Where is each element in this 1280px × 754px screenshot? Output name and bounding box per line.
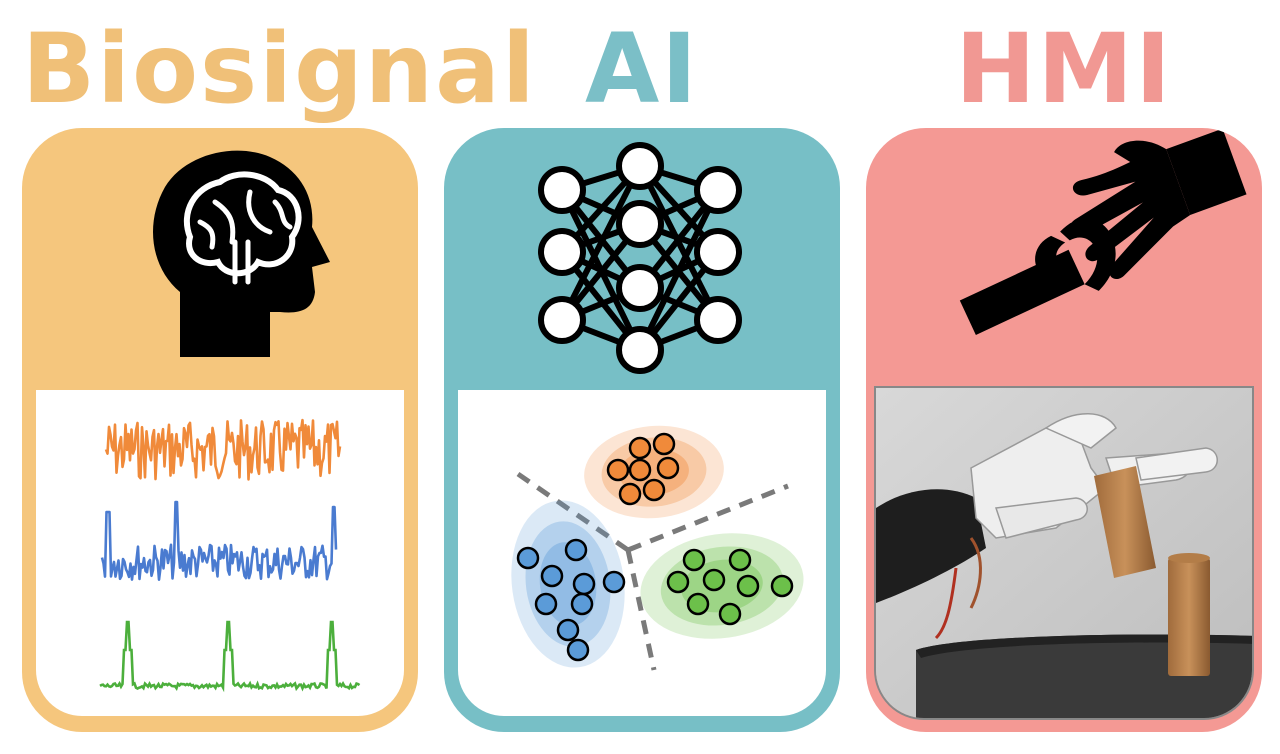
cluster-diagram (511, 425, 804, 671)
green-cluster-point (666, 570, 690, 594)
orange-cluster-point (642, 478, 666, 502)
nn-node (538, 166, 586, 214)
blue-signal-trace (100, 500, 338, 581)
blue-cluster-point (566, 638, 590, 662)
hmi-title: HMI (955, 13, 1173, 125)
biosignal-traces-area (36, 390, 404, 716)
orange-cluster-point (628, 458, 652, 482)
nn-node (616, 200, 664, 248)
nn-node (616, 142, 664, 190)
nn-node (694, 296, 742, 344)
blue-cluster-point (540, 564, 564, 588)
biosignal-title: Biosignal (22, 13, 537, 125)
green-cluster-point (686, 592, 710, 616)
orange-cluster-point (656, 456, 680, 480)
nn-node (538, 228, 586, 276)
orange-signal-trace (104, 418, 342, 481)
decision-boundary (625, 549, 657, 671)
ai-title: AI (584, 13, 699, 125)
green-cluster-point (718, 602, 742, 626)
green-cluster-point (736, 574, 760, 598)
nn-connection (637, 188, 721, 352)
robot-gripper-hand-icon (959, 128, 1247, 335)
orange-cluster-point (628, 436, 652, 460)
ai-clusters-area (458, 390, 826, 716)
hmi-panel (866, 128, 1262, 732)
nn-node (616, 264, 664, 312)
nn-node (616, 326, 664, 374)
green-signal-trace (99, 620, 361, 693)
blue-cluster-halo (511, 500, 625, 668)
orange-cluster-point (618, 482, 642, 506)
orange-cluster-point (652, 432, 676, 456)
head-brain-icon (153, 150, 330, 357)
green-cluster-point (728, 548, 752, 572)
blue-cluster-point (564, 538, 588, 562)
biosignal-traces (99, 418, 361, 693)
blue-cluster-point (570, 592, 594, 616)
neural-network-icon (538, 142, 742, 374)
nn-node (694, 228, 742, 276)
green-cluster-point (682, 548, 706, 572)
robot-hand-photo (874, 386, 1254, 720)
orange-cluster-point (606, 458, 630, 482)
decision-boundary (627, 483, 789, 553)
nn-node (538, 296, 586, 344)
nn-node (694, 166, 742, 214)
green-cluster-point (770, 574, 794, 598)
nn-connection (559, 164, 643, 322)
blue-cluster-point (572, 572, 596, 596)
biosignal-panel (22, 128, 418, 732)
blue-cluster-halo (525, 521, 611, 647)
ai-panel (444, 128, 840, 732)
green-cluster-point (702, 568, 726, 592)
blue-cluster-point (556, 618, 580, 642)
blue-cluster-point (516, 546, 540, 570)
blue-cluster-point (534, 592, 558, 616)
blue-cluster-point (602, 570, 626, 594)
